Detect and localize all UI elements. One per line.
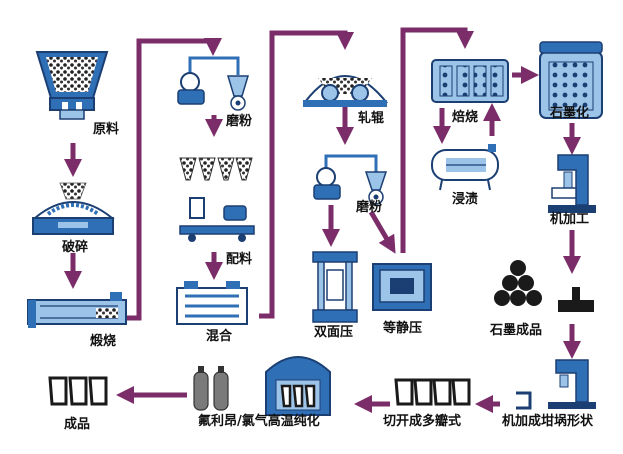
crucible-icon xyxy=(394,378,471,406)
label-machining: 机加工 xyxy=(550,212,590,227)
isostatic-press-icon xyxy=(372,263,432,311)
mixer-icon xyxy=(176,281,248,325)
label-graphitization: 石墨化 xyxy=(550,106,590,121)
label-grinding-1: 磨粉 xyxy=(226,114,253,129)
arrow-mix-to-roll xyxy=(259,30,354,319)
purification-furnace-icon xyxy=(265,356,331,416)
machine-tool-icon xyxy=(548,154,596,213)
arrow-calcine-to-grind xyxy=(125,38,222,321)
label-cut-petals: 切开成多瓣式 xyxy=(383,414,462,429)
mill-icon xyxy=(313,154,388,205)
label-final-product: 成品 xyxy=(64,417,91,432)
label-purification: 氟利昂/氯气高温纯化 xyxy=(198,414,320,429)
kiln-icon xyxy=(27,292,127,328)
furnace-icon xyxy=(431,59,509,103)
label-isostatic-press: 等静压 xyxy=(383,321,423,336)
roller-icon xyxy=(302,75,389,107)
label-raw-material: 原料 xyxy=(93,122,120,137)
label-crushing: 破碎 xyxy=(62,240,89,255)
press-icon xyxy=(312,251,358,323)
label-calcination: 煅烧 xyxy=(90,334,117,349)
flow-arrows xyxy=(64,27,581,413)
label-double-press: 双面压 xyxy=(314,325,354,340)
label-crucible-machining: 机加成坩埚形状 xyxy=(502,414,594,429)
crucible-icon xyxy=(48,376,108,406)
batching-hoppers-icon xyxy=(179,157,255,242)
arrow-iso-to-roast xyxy=(400,27,474,253)
graphite-blocks-icon xyxy=(494,260,594,312)
label-graphite-product: 石墨成品 xyxy=(490,323,543,338)
machine-tool-icon xyxy=(516,359,596,410)
hopper-icon xyxy=(35,51,109,120)
crusher-icon xyxy=(32,182,115,235)
label-rolling: 轧辊 xyxy=(358,111,385,126)
label-mixing: 混合 xyxy=(206,329,233,344)
label-batching: 配料 xyxy=(226,252,253,267)
label-grinding-2: 磨粉 xyxy=(356,200,383,215)
impregnation-tank-icon xyxy=(431,144,499,191)
label-roasting: 焙烧 xyxy=(452,110,479,125)
arrow-grind-to-iso xyxy=(368,210,396,254)
label-impregnation: 浸渍 xyxy=(452,192,479,207)
mill-icon xyxy=(177,56,250,111)
gas-cylinder-icon xyxy=(193,366,229,411)
graphitization-furnace-icon xyxy=(539,41,603,119)
